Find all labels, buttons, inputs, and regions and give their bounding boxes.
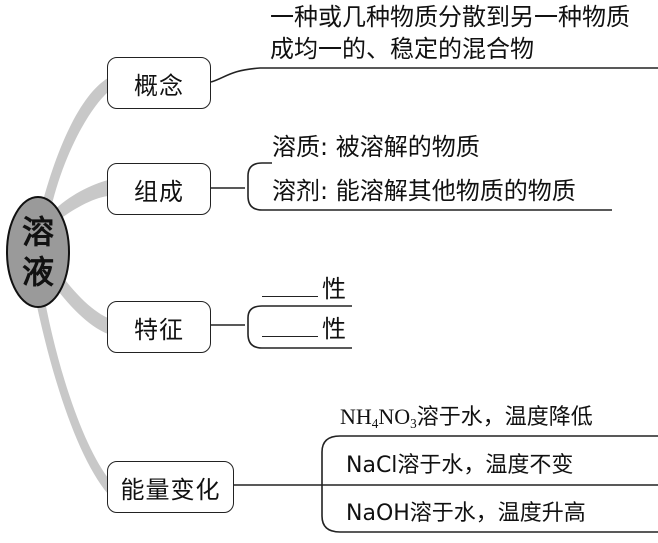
- energy-item-naoh: NaOH溶于水，温度升高: [346, 501, 586, 526]
- energy-box: 能量变化: [107, 461, 234, 513]
- connector-concept: [38, 78, 108, 222]
- root-label-line1: 溶: [21, 213, 54, 251]
- root-connectors: [34, 78, 108, 494]
- root-ellipse: [6, 196, 70, 308]
- feature-blank-1: [262, 276, 318, 297]
- feature-item-1-text: 性: [322, 275, 346, 303]
- energy-item-nacl: NaCl溶于水，温度不变: [346, 453, 574, 478]
- concept-box: 概念: [107, 57, 211, 109]
- root-label: 溶 液: [18, 212, 58, 292]
- feature-item-1: 性: [262, 274, 346, 304]
- energy-item-nh4no3: NH4NO3溶于水，温度降低: [340, 402, 593, 439]
- composition-box: 组成: [107, 163, 211, 215]
- composition-item-solute: 溶质: 被溶解的物质: [272, 133, 480, 161]
- feature-blank-2: [262, 316, 318, 337]
- energy-bracket: [234, 435, 658, 533]
- root-label-line2: 液: [21, 253, 54, 291]
- connector-energy: [34, 285, 108, 494]
- concept-label: 概念: [134, 71, 184, 100]
- concept-underline: [210, 67, 658, 83]
- formula-nh: NH: [340, 404, 372, 429]
- feature-label: 特征: [134, 315, 184, 344]
- formula-sub-3: 3: [410, 416, 417, 431]
- concept-text-line1: 一种或几种物质分散到另一种物质: [270, 3, 630, 31]
- feature-item-2-text: 性: [322, 315, 346, 343]
- connector-composition: [52, 180, 108, 222]
- composition-label: 组成: [134, 177, 184, 206]
- energy-item-1-text: 溶于水，温度降低: [416, 405, 593, 430]
- formula-no: NO: [378, 404, 411, 429]
- feature-bracket: [211, 305, 352, 349]
- connector-feature: [50, 268, 108, 334]
- feature-box: 特征: [107, 301, 211, 353]
- energy-label: 能量变化: [120, 475, 221, 504]
- composition-bracket: [211, 162, 612, 211]
- feature-item-2: 性: [262, 314, 346, 344]
- composition-item-solvent: 溶剂: 能溶解其他物质的物质: [272, 177, 576, 205]
- formula-sub-4: 4: [371, 416, 379, 431]
- concept-text-line2: 成均一的、稳定的混合物: [270, 35, 534, 63]
